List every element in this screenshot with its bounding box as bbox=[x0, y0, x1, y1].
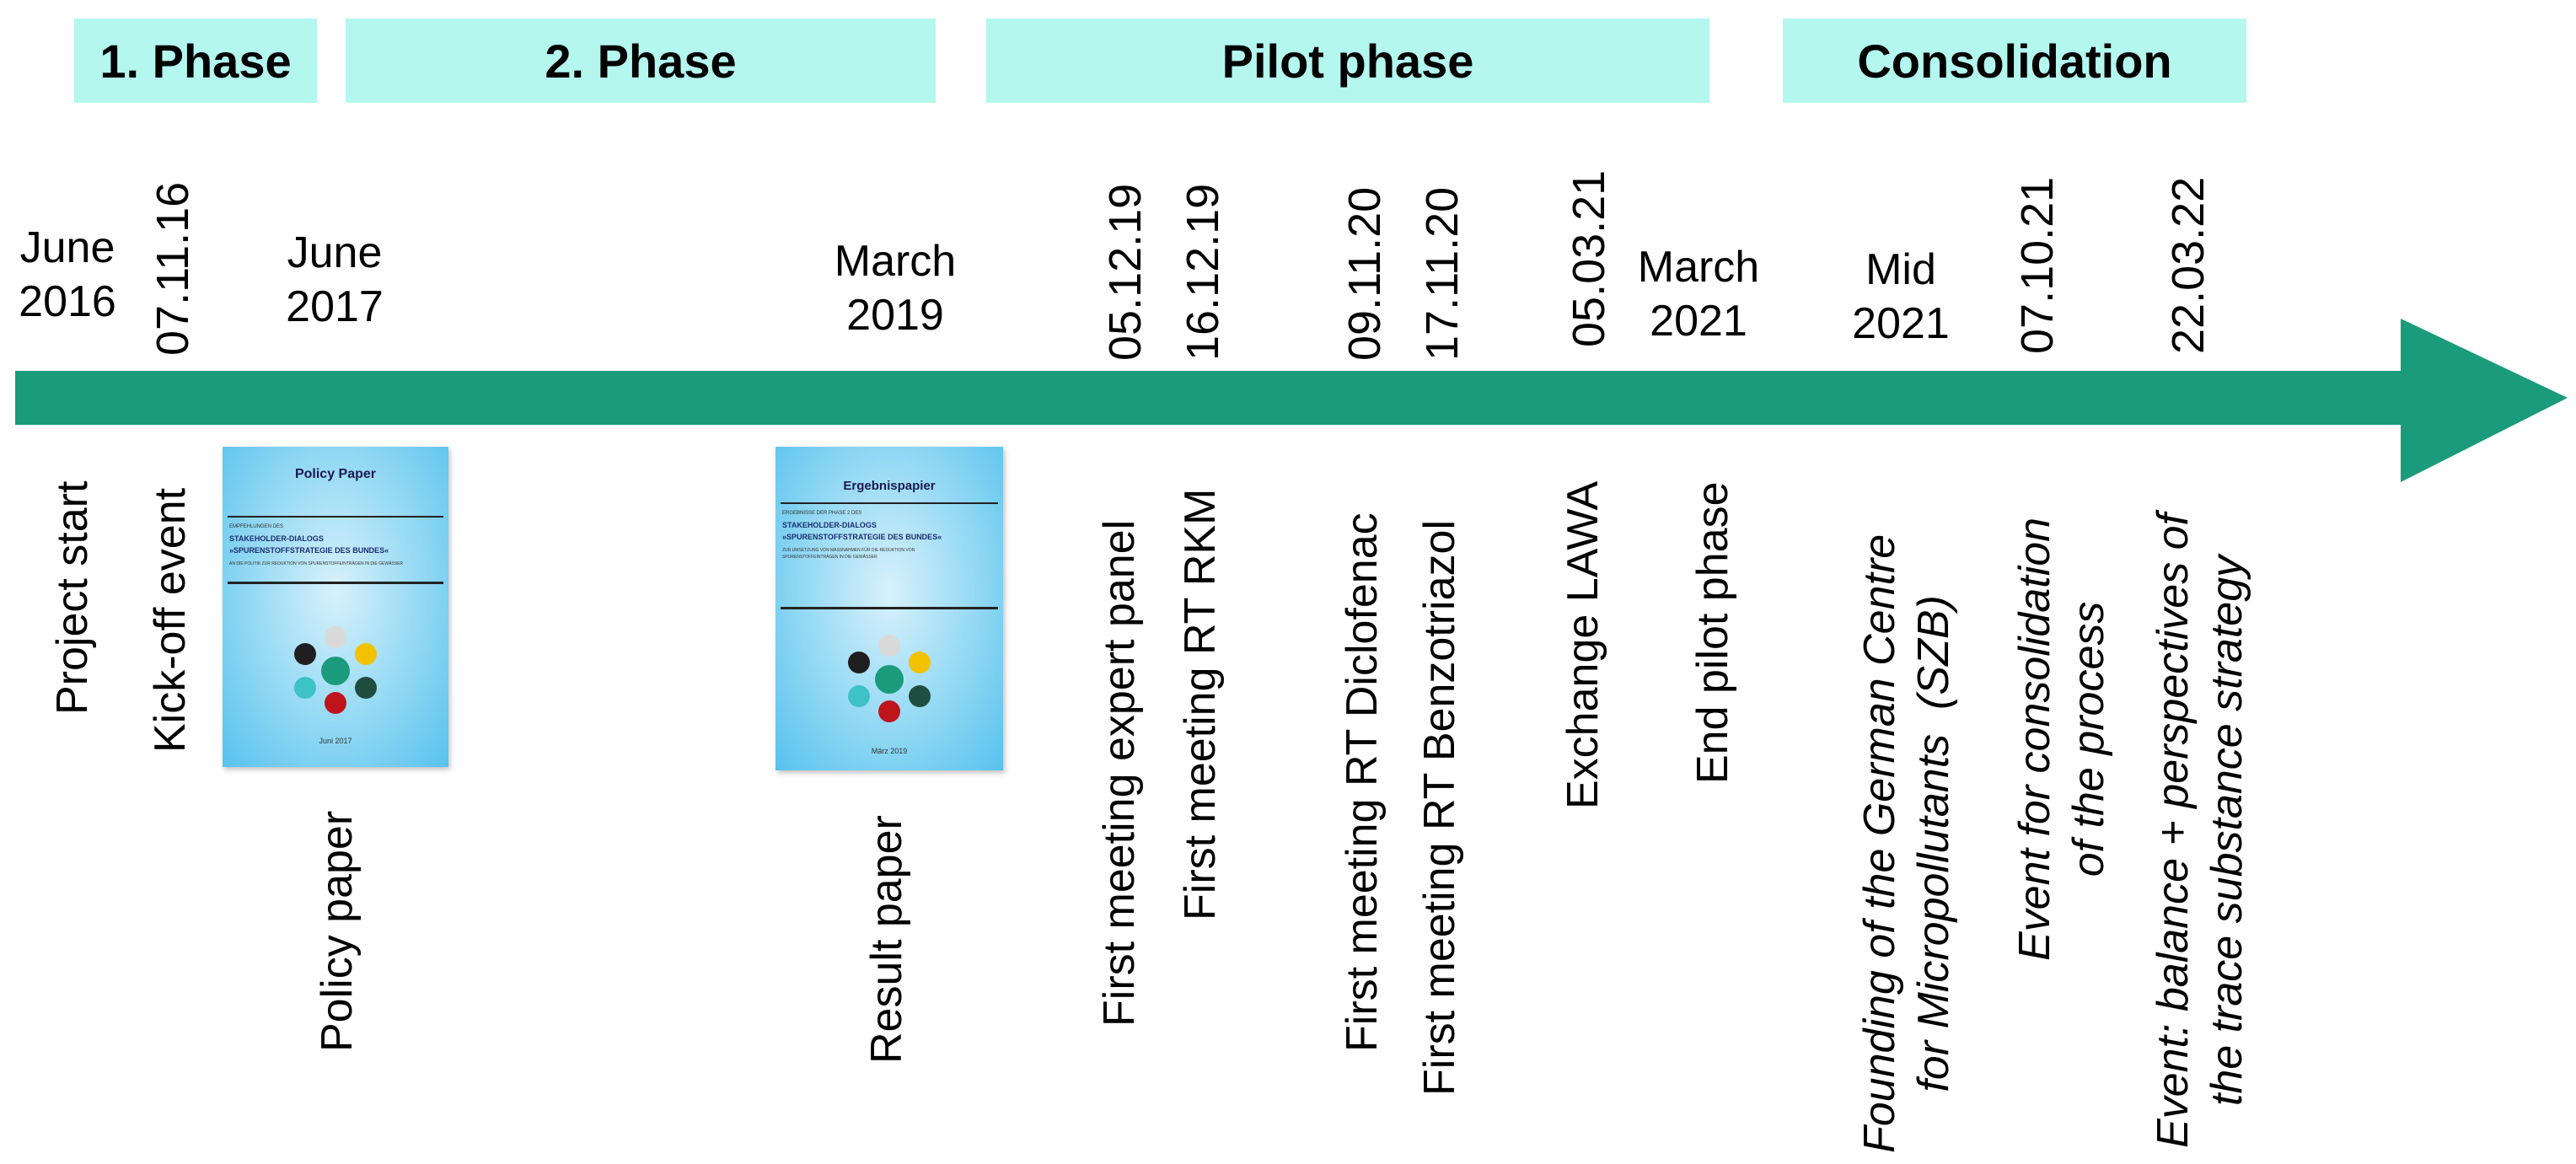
policy-paper-rule-bottom bbox=[228, 582, 443, 584]
event-expert-panel: First meeting expert panel bbox=[1095, 519, 1144, 1027]
phase-2-label: 2. Phase bbox=[545, 34, 737, 88]
policy-paper-rule-top bbox=[228, 516, 443, 518]
date-june-2017: June 2017 bbox=[286, 228, 384, 331]
date-07-11-16: 07.11.16 bbox=[148, 181, 198, 356]
consolidation-box: Consolidation bbox=[1783, 19, 2246, 103]
event-result-paper: Result paper bbox=[862, 815, 911, 1064]
date-march-2019: March 2019 bbox=[834, 237, 957, 340]
event-exchange-lawa: Exchange LAWA bbox=[1559, 480, 1607, 809]
event-project-start: Project start bbox=[48, 480, 97, 715]
date-16-12-19: 16.12.19 bbox=[1178, 183, 1228, 361]
result-paper-subtitle-3: SPURENSTOFFEINTRÄGEN IN DIE GEWÄSSER bbox=[782, 555, 877, 560]
event-rt-rkm: First meeting RT RKM bbox=[1176, 488, 1225, 920]
date-22-03-22: 22.03.22 bbox=[2163, 176, 2214, 354]
result-paper-heading-2: »SPURENSTOFFSTRATEGIE DES BUNDES« bbox=[782, 533, 942, 541]
event-kickoff: Kick-off event bbox=[146, 487, 195, 753]
result-paper-rule-bottom bbox=[781, 607, 998, 609]
event-end-pilot: End pilot phase bbox=[1688, 481, 1737, 785]
result-paper-title: Ergebnispapier bbox=[843, 479, 936, 493]
policy-paper-title: Policy Paper bbox=[294, 467, 377, 481]
phase-1-label: 1. Phase bbox=[99, 34, 292, 88]
event-consolidation: Event for consolidation of the process bbox=[2010, 517, 2113, 961]
event-balance: Event: balance + perspectives of the tra… bbox=[2149, 512, 2251, 1148]
consolidation-label: Consolidation bbox=[1857, 34, 2172, 88]
timeline-arrow-shaft bbox=[15, 371, 2401, 425]
result-paper-rule-top bbox=[781, 502, 998, 504]
event-rt-diclofenac: First meeting RT Diclofenac bbox=[1338, 512, 1387, 1052]
result-paper-subtitle-1: ERGEBNISSE DER PHASE 2 DES bbox=[782, 511, 862, 516]
policy-paper-subtitle-2: AN DIE POLITIK ZUR REDUKTION VON SPURENS… bbox=[229, 561, 404, 566]
phase-2-box: 2. Phase bbox=[346, 19, 936, 103]
policy-paper-heading-1: STAKEHOLDER-DIALOGS bbox=[229, 534, 324, 543]
date-05-03-21: 05.03.21 bbox=[1564, 169, 1614, 347]
date-17-11-20: 17.11.20 bbox=[1417, 186, 1468, 361]
policy-paper-thumbnail: Policy Paper EMPFEHLUNGEN DES STAKEHOLDE… bbox=[223, 447, 448, 767]
policy-paper-heading-2: »SPURENSTOFFSTRATEGIE DES BUNDES« bbox=[229, 546, 389, 555]
result-paper-subtitle-2: ZUR UMSETZUNG VON MASSNAHMEN FÜR DIE RED… bbox=[782, 548, 915, 553]
date-mid-2021: Mid 2021 bbox=[1852, 245, 1950, 348]
result-paper-circle-graphic bbox=[848, 635, 931, 722]
policy-paper-circle-graphic bbox=[294, 626, 377, 714]
event-rt-benzotriazol: First meeting RT Benzotriazol bbox=[1415, 519, 1464, 1096]
date-07-10-21: 07.10.21 bbox=[2012, 176, 2063, 354]
result-paper-thumbnail: Ergebnispapier ERGEBNISSE DER PHASE 2 DE… bbox=[775, 447, 1003, 770]
phase-1-box: 1. Phase bbox=[74, 19, 317, 103]
result-paper-date: März 2019 bbox=[871, 747, 908, 755]
pilot-phase-label: Pilot phase bbox=[1221, 34, 1474, 88]
policy-paper-date: Juni 2017 bbox=[319, 737, 352, 745]
event-founding-szb: Founding of the German Centre for Microp… bbox=[1855, 534, 1958, 1153]
result-paper-heading-1: STAKEHOLDER-DIALOGS bbox=[782, 521, 877, 529]
timeline-arrow-head bbox=[2401, 319, 2568, 482]
event-policy-paper: Policy paper bbox=[313, 810, 362, 1052]
date-09-11-20: 09.11.20 bbox=[1339, 186, 1390, 361]
date-june-2016: June 2016 bbox=[19, 223, 116, 326]
date-05-12-19: 05.12.19 bbox=[1100, 183, 1151, 361]
policy-paper-subtitle-1: EMPFEHLUNGEN DES bbox=[229, 524, 284, 529]
pilot-phase-box: Pilot phase bbox=[986, 19, 1709, 103]
date-march-2021: March 2021 bbox=[1637, 243, 1760, 346]
